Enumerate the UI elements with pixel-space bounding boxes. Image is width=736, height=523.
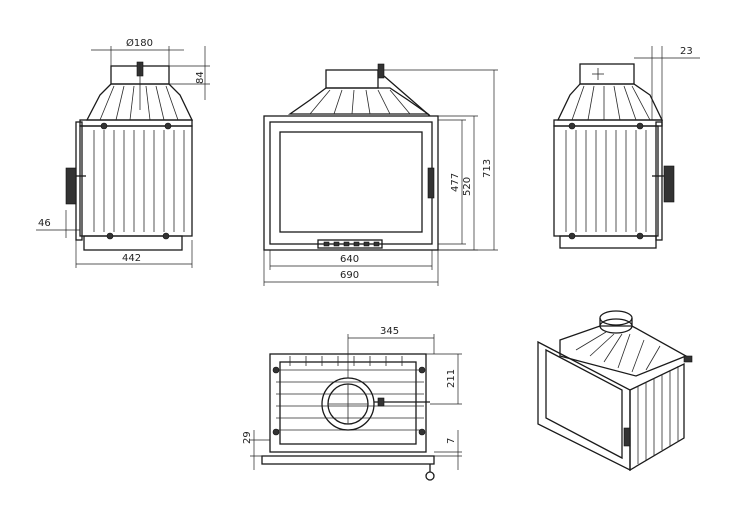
- dimension-collar-height: 84: [169, 46, 210, 100]
- dim-label-flue-diameter: Ø180: [126, 37, 153, 49]
- dim-label-front-height: 520: [462, 177, 473, 196]
- dim-label-side-offset: 46: [38, 218, 51, 229]
- dimension-flue-offset: 345: [347, 326, 435, 378]
- right-side-view: [553, 63, 675, 249]
- dimension-side-offset: 46: [36, 210, 80, 238]
- dimension-bottom-offset: 29: [242, 430, 270, 470]
- dimension-inner-width: 640: [269, 250, 433, 270]
- dim-label-collar-offset: 23: [680, 46, 693, 57]
- dim-label-depth: 442: [122, 253, 141, 264]
- dim-label-flue-offset: 345: [380, 326, 399, 337]
- dimension-flue-depth: 211: [426, 353, 462, 405]
- dim-label-bottom-gap: 7: [446, 438, 457, 444]
- dimension-total-height: 713: [384, 69, 498, 251]
- isometric-view: [537, 310, 693, 472]
- dimension-depth: 442: [75, 240, 193, 268]
- dim-label-inner-width: 640: [340, 254, 359, 265]
- left-side-view: [65, 61, 194, 251]
- dim-label-bottom-offset: 29: [242, 431, 253, 444]
- dimension-door-height: 477: [438, 119, 466, 245]
- dim-label-total-height: 713: [482, 159, 493, 178]
- dim-label-collar-height: 84: [195, 71, 206, 84]
- dim-label-door-height: 477: [450, 173, 461, 192]
- front-view: [263, 63, 439, 251]
- dimension-total-width: 690: [263, 250, 439, 286]
- dimension-flue-diameter: Ø180: [91, 37, 184, 66]
- dim-label-flue-depth: 211: [446, 369, 457, 388]
- dimension-collar-offset: 23: [634, 46, 700, 120]
- dimension-bottom-gap: 7: [434, 430, 462, 470]
- dim-label-total-width: 690: [340, 270, 359, 281]
